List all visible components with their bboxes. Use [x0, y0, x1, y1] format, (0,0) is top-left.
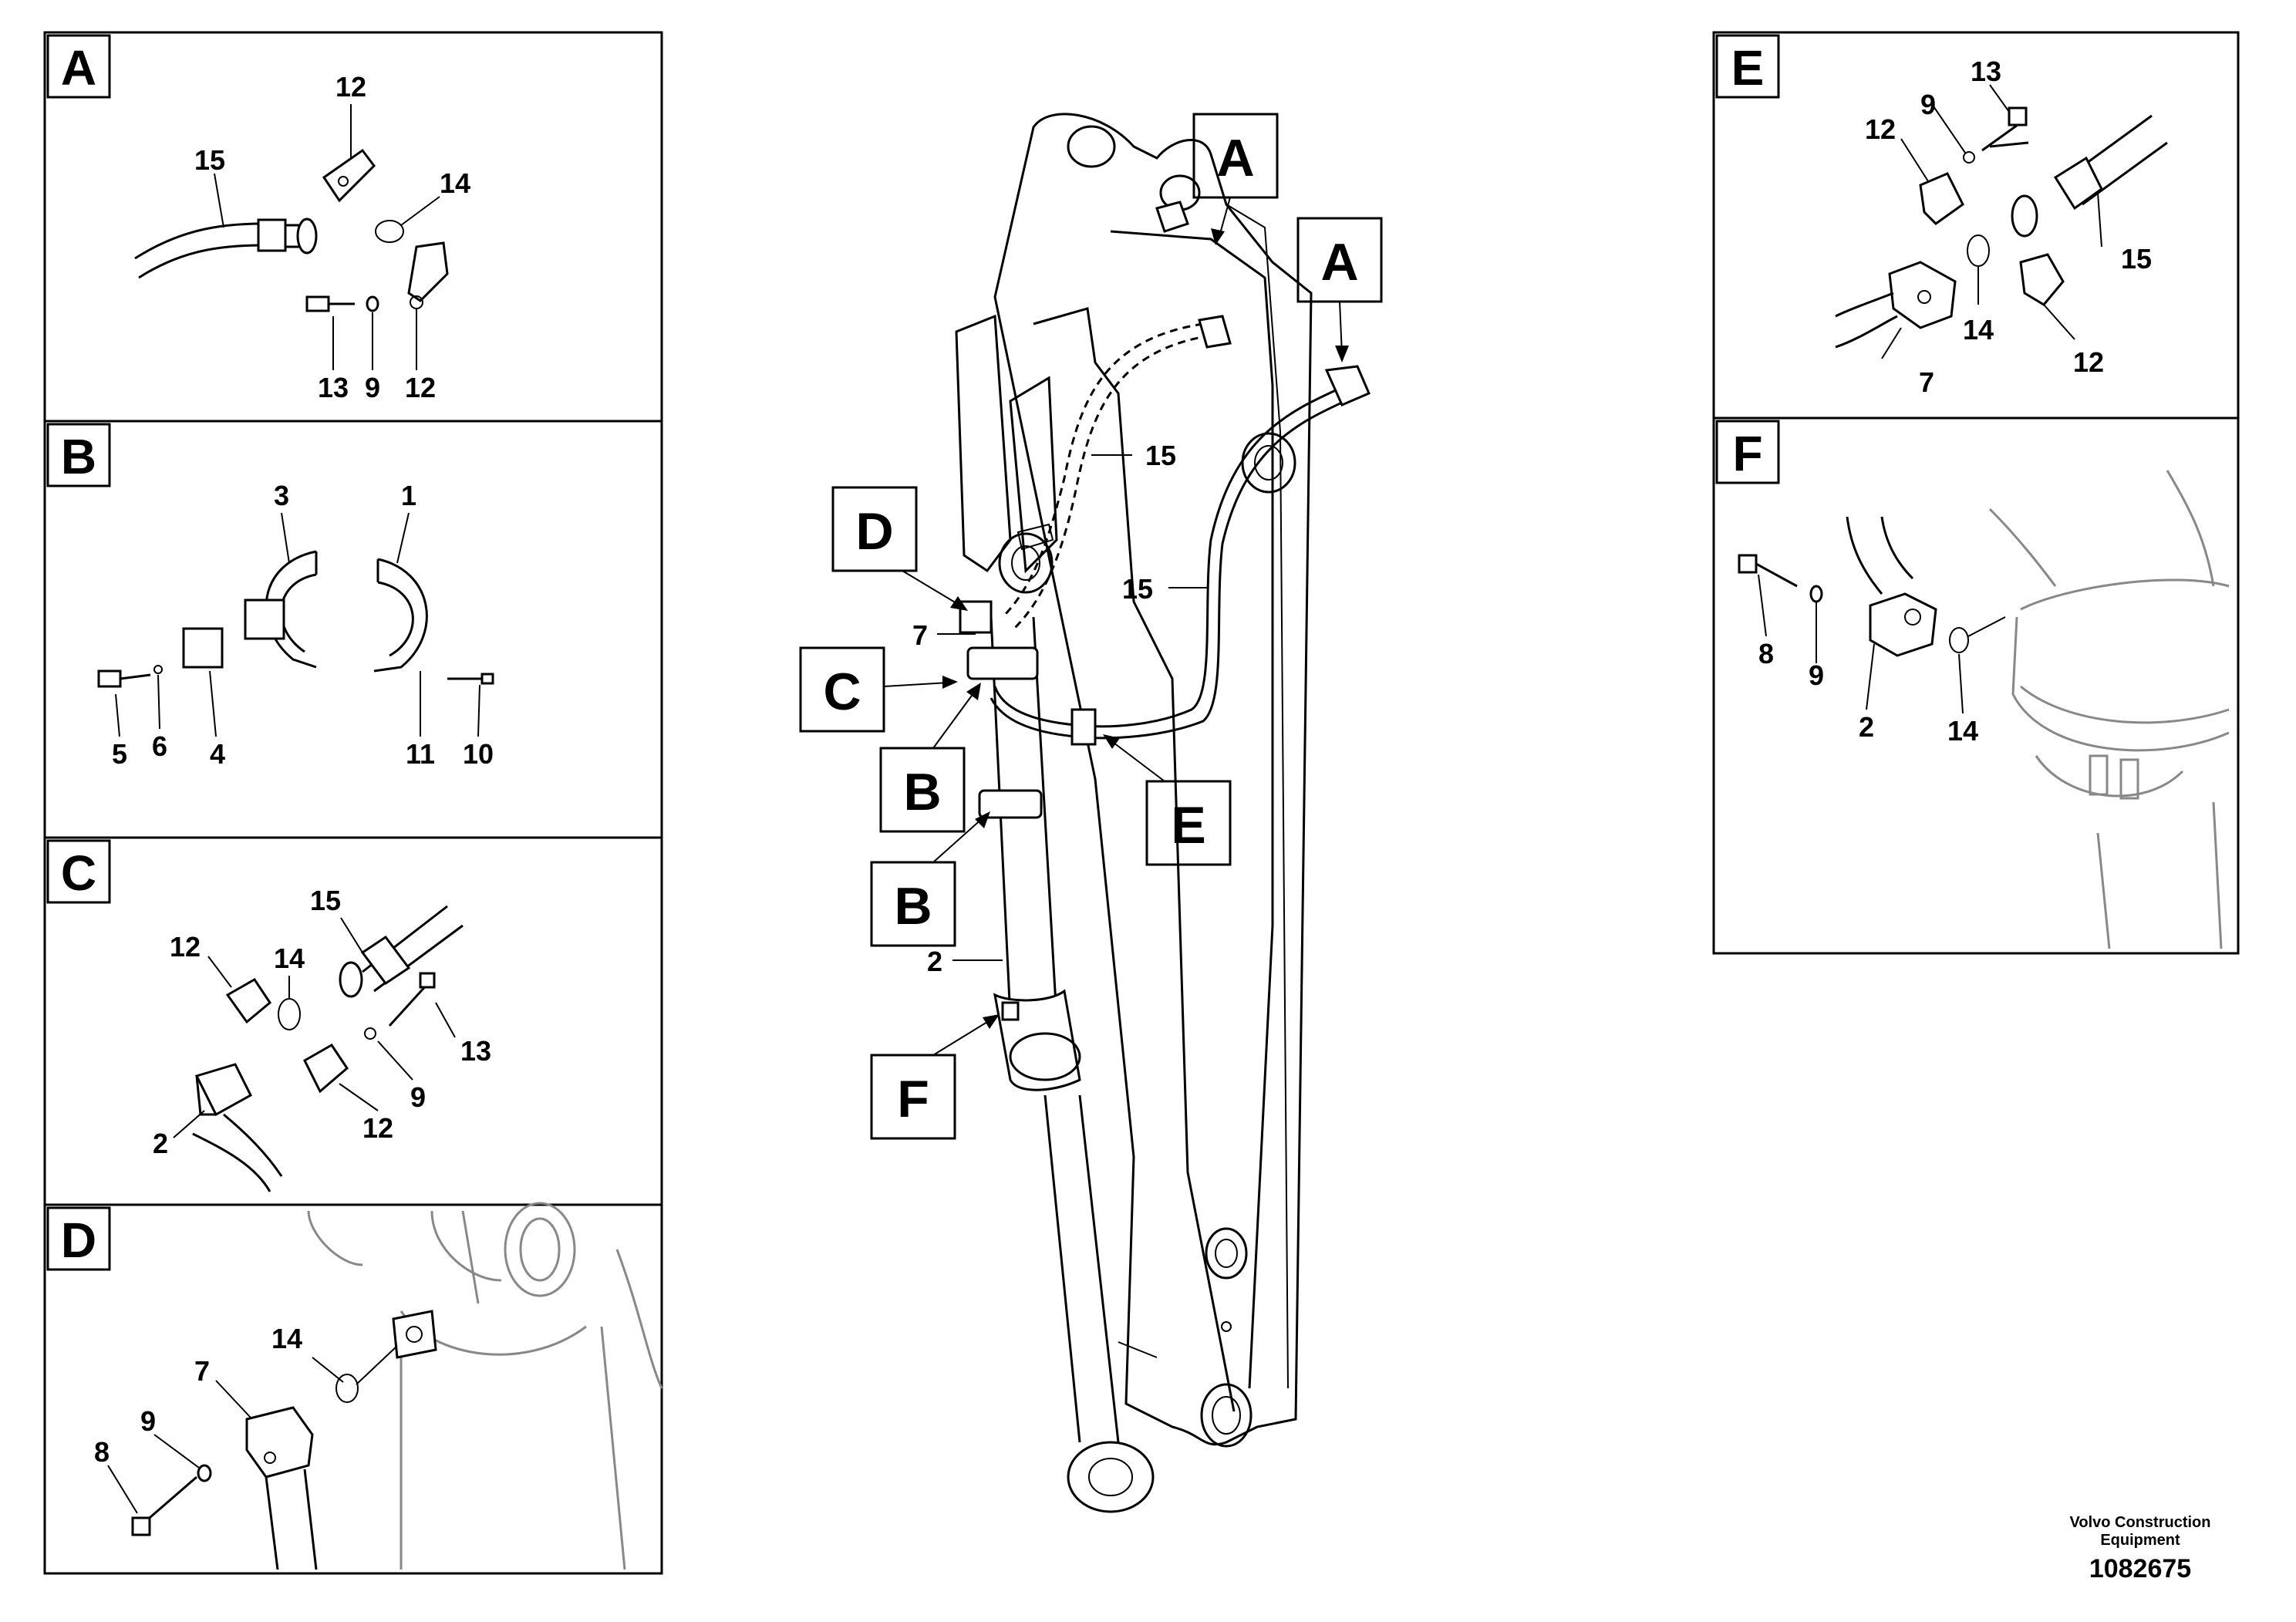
- callout-label: 11: [406, 738, 435, 770]
- callout-label: 12: [405, 372, 436, 403]
- callout-label: 3: [274, 480, 289, 511]
- callout-label: 12: [2073, 346, 2104, 378]
- panel-f-frame: [1712, 416, 2240, 955]
- ref-box-f: [870, 1054, 956, 1140]
- document-number: 1082675: [2089, 1554, 2191, 1583]
- callout-label: 13: [460, 1035, 491, 1067]
- panel-a-letter-box: [46, 34, 111, 99]
- callout-label: 7: [912, 619, 928, 651]
- ref-box-a-top: [1192, 113, 1279, 199]
- callout-label: 1: [401, 480, 416, 511]
- callout-label: 14: [271, 1323, 302, 1354]
- panel-c-letter: C: [61, 845, 96, 901]
- panel-d-letter: D: [61, 1212, 96, 1268]
- panel-e-letter-box: [1715, 34, 1780, 99]
- callout-label: 13: [1971, 56, 2001, 87]
- callout-label: 2: [1859, 711, 1874, 743]
- panel-f-letter: F: [1732, 426, 1762, 481]
- document-footer: Volvo Construction Equipment 1082675: [2070, 1514, 2211, 1583]
- ref-letter: B: [903, 763, 941, 821]
- detail-panel-b: B 3 1 5 6 4 11 10: [43, 420, 663, 839]
- panel-b-letter-box: [46, 423, 111, 487]
- callout-label: 14: [274, 943, 305, 974]
- callout-label: 8: [1758, 638, 1774, 669]
- panel-b-frame: [43, 420, 663, 839]
- callout-label: 8: [94, 1436, 110, 1468]
- callout-label: 9: [140, 1405, 156, 1437]
- panel-a-letter: A: [61, 40, 96, 96]
- callout-label: 15: [1122, 573, 1153, 605]
- callout-label: 15: [310, 885, 341, 916]
- callout-label: 9: [410, 1081, 426, 1113]
- detail-panel-d: D 14 7 9: [43, 1202, 663, 1575]
- ref-letter: A: [1320, 233, 1358, 292]
- ref-box-d: [831, 486, 918, 572]
- callout-label: 10: [463, 738, 494, 770]
- ref-letter: C: [823, 663, 861, 721]
- detail-panel-a: A 12 15 14 13 9 12: [43, 31, 663, 423]
- callout-label: 14: [1963, 314, 1994, 346]
- callout-label: 4: [210, 738, 225, 770]
- ref-box-b-lower: [870, 861, 956, 947]
- ref-letter: E: [1171, 796, 1205, 855]
- callout-label: 14: [1947, 715, 1978, 747]
- callout-label: 15: [1145, 440, 1176, 471]
- detail-panel-f: F 8 9 2: [1712, 416, 2240, 955]
- panel-e-letter: E: [1731, 40, 1765, 96]
- boom-illustration: [955, 113, 1371, 1513]
- callout-label: 7: [194, 1355, 210, 1387]
- panel-c-letter-box: [46, 839, 111, 904]
- ref-letter: F: [897, 1070, 929, 1128]
- detail-panel-c: C 15 12 14 13 9 12 2: [43, 836, 663, 1206]
- callout-label: 15: [2121, 243, 2152, 275]
- callout-label: 5: [112, 738, 127, 770]
- callout-label: 6: [152, 730, 167, 762]
- callout-label: 9: [1920, 89, 1936, 120]
- ref-box-b-upper: [879, 747, 966, 833]
- panel-d-letter-box: [46, 1206, 111, 1271]
- callout-label: 12: [1865, 113, 1896, 145]
- callout-label: 9: [1809, 659, 1824, 691]
- ref-box-c: [799, 646, 885, 733]
- callout-label: 12: [170, 931, 201, 963]
- panel-e-frame: [1712, 31, 2240, 420]
- ref-letter: D: [855, 502, 893, 561]
- panel-d-frame: [43, 1203, 663, 1575]
- panel-f-letter-box: [1715, 420, 1780, 484]
- callout-label: 2: [153, 1128, 168, 1159]
- main-callouts: A A D C B B E F: [799, 113, 1383, 1140]
- company-name-line1: Volvo Construction: [2070, 1514, 2211, 1531]
- panel-c-frame: [43, 836, 663, 1206]
- panel-b-letter: B: [61, 429, 96, 484]
- callout-label: 13: [318, 372, 349, 403]
- callout-label: 7: [1919, 366, 1934, 398]
- ref-letter: B: [894, 877, 932, 936]
- callout-label: 12: [335, 71, 366, 103]
- callout-label: 12: [362, 1112, 393, 1144]
- callout-label: 15: [194, 144, 225, 176]
- callout-label: 14: [440, 167, 470, 199]
- ref-box-e: [1145, 780, 1232, 866]
- detail-panel-e: E 13 9 12 15 14 7 12: [1712, 31, 2240, 420]
- callout-label: 2: [927, 946, 942, 977]
- company-name-line2: Equipment: [2100, 1532, 2180, 1549]
- ref-letter: A: [1216, 129, 1254, 187]
- callout-label: 9: [365, 372, 380, 403]
